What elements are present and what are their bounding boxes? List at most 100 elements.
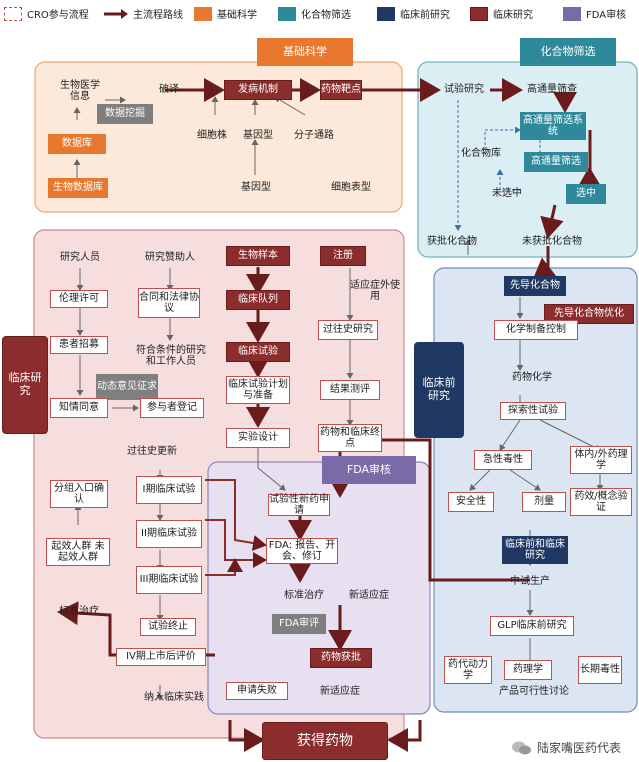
watermark: 陆家嘴医药代表 [511, 739, 621, 756]
legend-swatch-basic [194, 6, 212, 21]
unapproved-compound-node: 未获批化合物 [522, 236, 582, 248]
eligible-node: 符合条件的研究和工作人员 [136, 344, 206, 368]
drug-summary-node: 药物和临床终点 [318, 424, 382, 452]
screening-title: 化合物筛选 [520, 38, 616, 66]
acute-tox-node: 急性毒性 [474, 450, 532, 470]
hts-node: 高通量筛查 [527, 84, 577, 96]
result-eval-node: 结果测评 [320, 380, 380, 400]
grouping-node: 分组入口确认 [50, 480, 108, 508]
mechanism-node: 发病机制 [224, 80, 292, 100]
fda-region [207, 461, 431, 715]
bio-info-node: 生物医学信息 [60, 79, 100, 103]
legend-label-screening: 化合物筛选 [301, 10, 351, 21]
ind-application-node: 试验性新药申请 [268, 493, 330, 516]
glp-node: GLP临床前研究 [490, 616, 574, 636]
researcher-node: 研究人员 [60, 252, 100, 264]
product-stability-node: 产品可行性讨论 [499, 686, 569, 698]
sponsor-node: 研究赞助人 [145, 252, 195, 264]
phase4-node: IV期上市后评价 [116, 648, 206, 666]
hts-system-node: 高通量筛选系统 [520, 112, 586, 140]
bio-sample-node: 生物样本 [226, 246, 290, 266]
legend-swatch-cro [4, 6, 22, 21]
library-node: 化合物库 [461, 148, 501, 160]
legend-label-preclinical: 临床前研究 [400, 10, 450, 21]
phase1-node: I期临床试验 [136, 476, 202, 504]
phase3-node: III期临床试验 [136, 566, 202, 594]
safety-node: 安全性 [448, 492, 494, 512]
synthesis-node: 化学制备控制 [494, 320, 578, 340]
target-node: 药物靶点 [320, 80, 362, 100]
legend-label-main-route: 主流程路线 [133, 10, 183, 21]
cohort-node: 临床队列 [226, 290, 290, 310]
trial-node: 临床试验 [226, 342, 290, 362]
legend-main-route: 主流程路线 [103, 6, 183, 21]
contract-node: 合同和法律协议 [138, 288, 200, 318]
lead-compound-node: 先导化合物 [504, 276, 566, 296]
main-route-arrows [57, 78, 602, 752]
lead-opt-node: 先导化合物优化 [544, 304, 634, 324]
legend-preclinical: 临床前研究 [377, 6, 450, 21]
unselected-node: 未选中 [492, 188, 522, 200]
application-fail-node: 申请失败 [226, 682, 288, 700]
consent-node: 知情同意 [50, 398, 108, 418]
legend-label-cro: CRO参与流程 [27, 10, 89, 21]
efficacy-node: 药效/概念验证 [570, 488, 632, 516]
pilot-production-node: 中试生产 [510, 576, 550, 588]
standard-treat-node: 标准治疗 [59, 606, 99, 618]
pharmacology-node: 药理学 [504, 660, 552, 680]
wechat-icon [511, 741, 531, 754]
fda-report-node: FDA: 报告、开会、修订 [266, 538, 338, 564]
participant-reg-node: 参与者登记 [140, 398, 204, 418]
adapt-use-node: 适应症外使用 [350, 279, 400, 303]
legend-swatch-clinical [470, 6, 488, 21]
fda-links [205, 479, 267, 576]
dosage-node: 剂量 [522, 492, 566, 512]
secondary-arrows [73, 96, 604, 701]
legend-swatch-preclinical [377, 6, 395, 21]
database-node: 数据库 [48, 134, 106, 154]
legend-screening: 化合物筛选 [278, 6, 351, 21]
preclinical-done-node: 临床前和临床研究 [502, 536, 568, 564]
med-chem-node: 药物化学 [512, 372, 552, 384]
terminate-node: 试验终止 [140, 618, 196, 636]
clinical-tag: 临床研究 [2, 336, 48, 434]
fda-review-node: FDA审评 [272, 614, 326, 634]
basic-science-title: 基础科学 [257, 38, 353, 66]
hts2-node: 高通量筛选 [524, 152, 588, 172]
legend-swatch-screening [278, 6, 296, 21]
legend-label-basic: 基础科学 [217, 10, 257, 21]
data-mining-node: 数据挖掘 [97, 104, 153, 124]
bio-database-node: 生物数据库 [48, 178, 108, 198]
dynamic-consent-node: 动态意见征求 [96, 374, 158, 400]
pk-node: 药代动力学 [444, 656, 492, 684]
cell-line-node: 细胞株 [197, 130, 227, 142]
in-vivo-node: 体内/外药理学 [570, 446, 632, 474]
legend-cro: CRO参与流程 [4, 6, 89, 21]
legend-label-fda: FDA审核 [586, 10, 627, 21]
assay-node: 试验研究 [444, 84, 484, 96]
legend-label-clinical: 临床研究 [493, 10, 533, 21]
genotype-node: 基因型 [241, 182, 271, 194]
fda-title: FDA审核 [322, 456, 416, 484]
preclinical-tag: 临床前研究 [414, 342, 464, 438]
register-node: 注册 [320, 246, 366, 266]
phenotype-node: 细胞表型 [331, 182, 371, 194]
fda-standard-treat-node: 标准治疗 [284, 590, 324, 602]
legend-swatch-fda [563, 6, 581, 21]
obtain-drug-node: 获得药物 [262, 722, 388, 760]
decipher-node: 破译 [159, 84, 179, 96]
long-tox-node: 长期毒性 [578, 656, 622, 684]
drug-approved-node: 药物获批 [310, 648, 372, 668]
legend-clinical: 临床研究 [470, 6, 533, 21]
onset-node: 起效人群 未起效人群 [46, 538, 110, 566]
legend-fda: FDA审核 [563, 6, 626, 21]
legend-basic: 基础科学 [194, 6, 257, 21]
design-node: 实验设计 [226, 428, 290, 448]
history-update-node: 过往史更新 [127, 446, 177, 458]
fda-new-indication-node: 新适应症 [349, 590, 389, 602]
ethics-node: 伦理许可 [50, 290, 108, 308]
new-indication-2-node: 新适应症 [320, 686, 360, 698]
pastures-node: 过往史研究 [318, 320, 378, 340]
